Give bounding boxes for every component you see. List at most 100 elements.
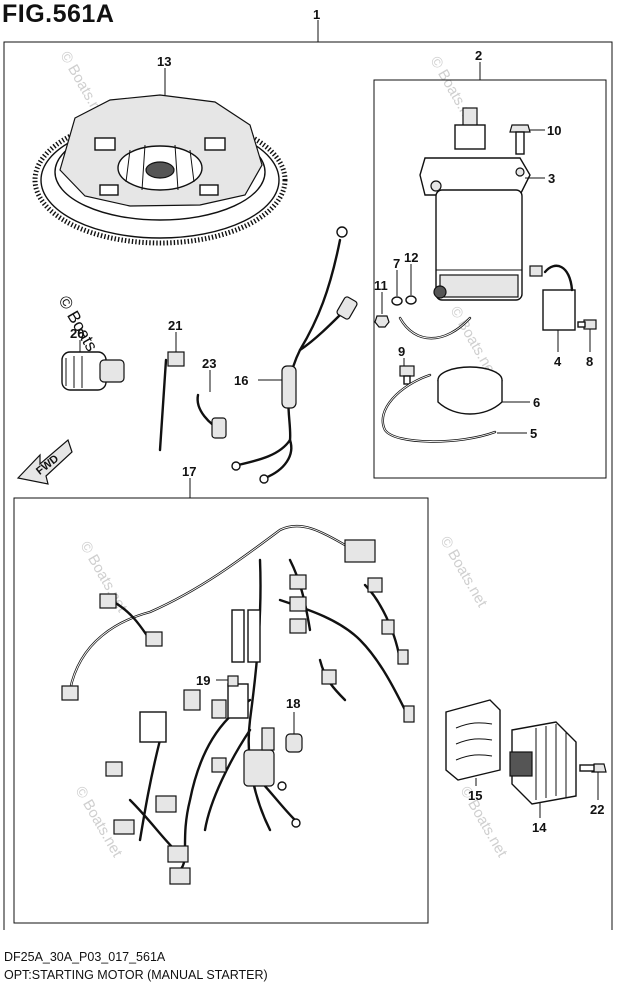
callout-22: 22 [590, 802, 604, 817]
callout-8: 8 [586, 354, 593, 369]
harness-connector [381, 619, 395, 635]
harness-branch [288, 558, 312, 632]
callout-6: 6 [533, 395, 540, 410]
harness-connector [321, 669, 337, 685]
rectifier-14: 14 [509, 721, 577, 835]
flywheel-ribs [125, 144, 195, 191]
relay-connector [529, 265, 543, 277]
relay-wire [543, 264, 574, 292]
figure-title: FIG.561A [2, 0, 115, 28]
battery-cable-16: 16 [231, 226, 358, 484]
rectifier-fins [535, 724, 567, 800]
harness-terminal [291, 818, 301, 828]
callout-1: 1 [313, 7, 320, 22]
harness-connector [261, 727, 275, 751]
cable-tie-strap [158, 358, 168, 452]
callout-16: 16 [234, 373, 248, 388]
cable-terminal [231, 461, 241, 471]
harness-connector [367, 577, 383, 593]
bolt-head [509, 124, 531, 133]
part-19-body [227, 675, 239, 687]
small-hardware-7-11-12: 7 11 12 [374, 250, 418, 328]
flywheel-hub [145, 161, 175, 179]
harness-connector [403, 705, 415, 723]
cable-tie-head [167, 351, 185, 367]
part-20-threads [65, 356, 83, 388]
flywheel-13: 13 [32, 54, 288, 246]
bracket-15-slots [455, 722, 493, 761]
callout-17: 17 [182, 464, 196, 479]
flywheel-ring-gear [32, 114, 288, 246]
callout-18: 18 [286, 696, 300, 711]
callout-20: 20 [70, 326, 84, 341]
part-18: 18 [285, 696, 303, 753]
harness-connector [344, 539, 376, 563]
harness-connector [289, 618, 307, 634]
harness-branch [278, 598, 407, 712]
harness-connector [167, 845, 189, 863]
harness-fuse-holder [247, 609, 261, 663]
starter-relay-4: 4 [529, 264, 576, 369]
starting-motor-box: 2 [373, 48, 607, 479]
bolt-head [399, 365, 415, 377]
bolt-9: 9 [398, 344, 415, 385]
main-assembly-frame: 1 [3, 7, 613, 930]
cable-boot [336, 296, 358, 320]
bolt-8: 8 [577, 319, 597, 369]
harness-connector [211, 699, 227, 719]
callout-13: 13 [157, 54, 171, 69]
motor-link-cable-core [399, 317, 471, 339]
main-frame-line [3, 41, 613, 930]
flywheel-magnet [199, 184, 219, 196]
washer-12 [405, 295, 417, 305]
harness-relay-block [227, 683, 249, 719]
callout-7: 7 [393, 256, 400, 271]
harness-connector [289, 596, 307, 612]
cable-16-tail [263, 438, 293, 480]
bracket-15-plate [445, 699, 501, 781]
harness-branch [247, 558, 272, 832]
callout-10: 10 [547, 123, 561, 138]
harness-connector-block [139, 711, 167, 743]
harness-box: 17 [13, 464, 429, 924]
rectifier-body [511, 721, 577, 805]
harness-boot [243, 749, 275, 787]
callout-23: 23 [202, 356, 216, 371]
harness-connector [145, 631, 163, 647]
bracket-15: 15 [445, 699, 501, 803]
nut-11 [374, 315, 390, 328]
callout-14: 14 [532, 820, 547, 835]
relay-body [542, 289, 576, 331]
harness-connector [99, 593, 117, 609]
harness-connector [169, 867, 191, 885]
harness-connector [105, 761, 123, 777]
harness-terminal [277, 781, 287, 791]
clamp-23-base [211, 417, 227, 439]
cable-16-main [236, 238, 342, 467]
harness-connector [155, 795, 177, 813]
cable-terminal [259, 474, 269, 484]
harness-connector [183, 689, 201, 711]
part-19: 19 [196, 673, 239, 688]
cable-sleeve [281, 365, 297, 409]
part-20: 20 [61, 326, 125, 391]
wiring-harness-17 [61, 524, 415, 885]
callout-21: 21 [168, 318, 182, 333]
flywheel-magnet [204, 137, 226, 151]
callout-12: 12 [404, 250, 418, 265]
band-6-body [437, 380, 503, 415]
bolt-shank [403, 375, 411, 385]
flywheel-magnet [99, 184, 119, 196]
motor-pinion-housing [454, 124, 486, 150]
part-18-body [285, 733, 303, 753]
harness-connector [61, 685, 79, 701]
motor-body [435, 189, 523, 301]
harness-connector [397, 649, 409, 665]
motor-mount-hole [430, 180, 442, 192]
bolt-10: 10 [509, 123, 561, 155]
callout-15: 15 [468, 788, 482, 803]
harness-fuse-holder [231, 609, 245, 663]
clamp-23: 23 [196, 356, 227, 439]
fwd-arrow-shape [16, 438, 73, 485]
